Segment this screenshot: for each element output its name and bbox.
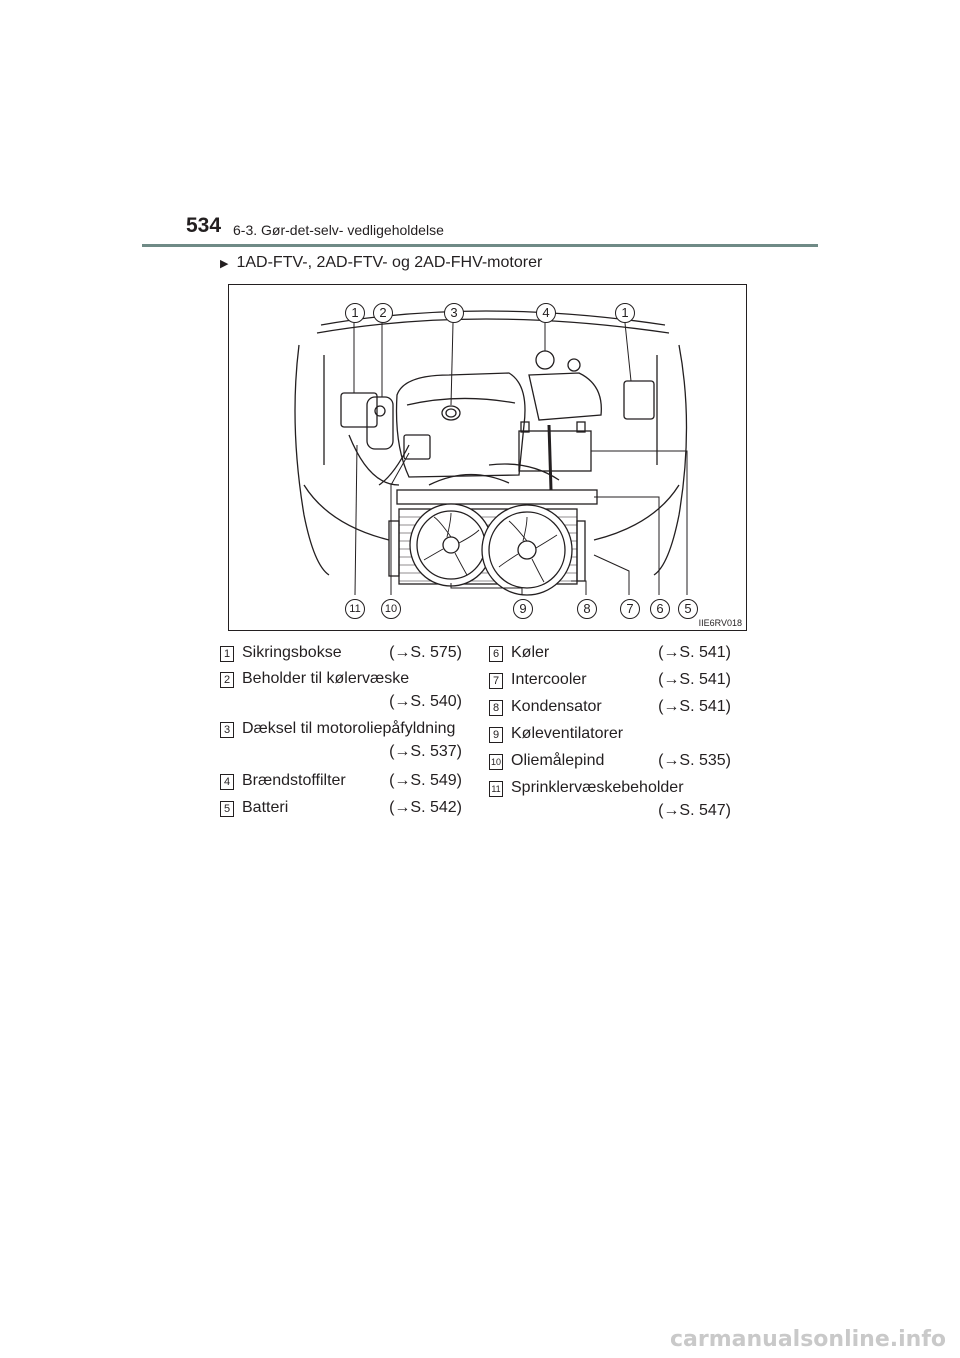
legend-label: Dæksel til motoroliepåfyldning [242,720,456,737]
legend-page-ref: (→S. 541) [658,698,731,715]
legend-number: 9 [489,727,503,743]
legend-item: 2 Beholder til kølervæske (→S. 540) [220,670,462,714]
legend-label: Beholder til kølervæske [242,670,410,687]
callout-bottom-9: 9 [513,599,533,619]
legend-label: Intercooler [511,671,587,688]
legend-page-ref: (→S. 537) [389,743,462,760]
legend-number: 8 [489,700,503,716]
legend-label: Oliemålepind [511,752,605,769]
section-title: 6-3. Gør-det-selv- vedligeholdelse [233,222,444,238]
callout-top-3: 3 [444,303,464,323]
figure-code: IIE6RV018 [697,618,743,628]
legend-label: Køler [511,644,550,661]
legend-number: 3 [220,722,234,738]
callout-bottom-7: 7 [620,599,640,619]
legend-label: Brændstoffilter [242,772,346,789]
legend-page-ref: (→S. 540) [389,693,462,710]
legend-page-ref: (→S. 541) [658,671,731,688]
callout-bottom-11: 11 [345,599,365,619]
legend-number: 11 [489,781,503,797]
legend-page-ref: (→S. 535) [658,752,731,769]
callout-bottom-10: 10 [381,599,401,619]
legend-label: Kondensator [511,698,602,715]
legend-page-ref: (→S. 541) [658,644,731,661]
legend-page-ref: (→S. 547) [658,802,731,819]
legend-label: Køleventilatorer [511,725,624,742]
page-number: 534 [186,214,222,237]
engine-subtitle-text: 1AD-FTV-, 2AD-FTV- og 2AD-FHV-motorer [236,254,543,271]
legend-number: 5 [220,801,234,817]
callout-bottom-8: 8 [577,599,597,619]
triangle-bullet-icon: ▶ [220,257,229,270]
legend-number: 2 [220,672,234,688]
engine-bay-illustration [294,310,688,596]
legend-page-ref: (→S. 542) [389,799,462,816]
engine-bay-figure: 1 2 3 4 1 11 10 9 8 7 6 5 IIE6RV018 [228,284,747,631]
legend-item: 11 Sprinklervæskebeholder (→S. 547) [489,779,731,823]
watermark-text: carmanualsonline.info [670,1327,946,1352]
legend-item: 3 Dæksel til motoroliepåfyldning (→S. 53… [220,720,462,764]
callout-top-1b: 1 [615,303,635,323]
callout-top-4: 4 [536,303,556,323]
legend-label: Sprinklervæskebeholder [511,779,684,796]
legend-number: 6 [489,646,503,662]
legend-number: 10 [489,754,503,770]
legend-label: Sikringsbokse [242,644,342,661]
legend-page-ref: (→S. 549) [389,772,462,789]
legend-number: 1 [220,646,234,662]
callout-bottom-5: 5 [678,599,698,619]
legend-label: Batteri [242,799,289,816]
engine-subtitle: ▶ 1AD-FTV-, 2AD-FTV- og 2AD-FHV-motorer [220,254,542,272]
legend-number: 7 [489,673,503,689]
callout-bottom-6: 6 [650,599,670,619]
header-divider [142,244,818,247]
legend-number: 4 [220,774,234,790]
legend-page-ref: (→S. 575) [389,644,462,661]
callout-top-2: 2 [373,303,393,323]
callout-top-1: 1 [345,303,365,323]
